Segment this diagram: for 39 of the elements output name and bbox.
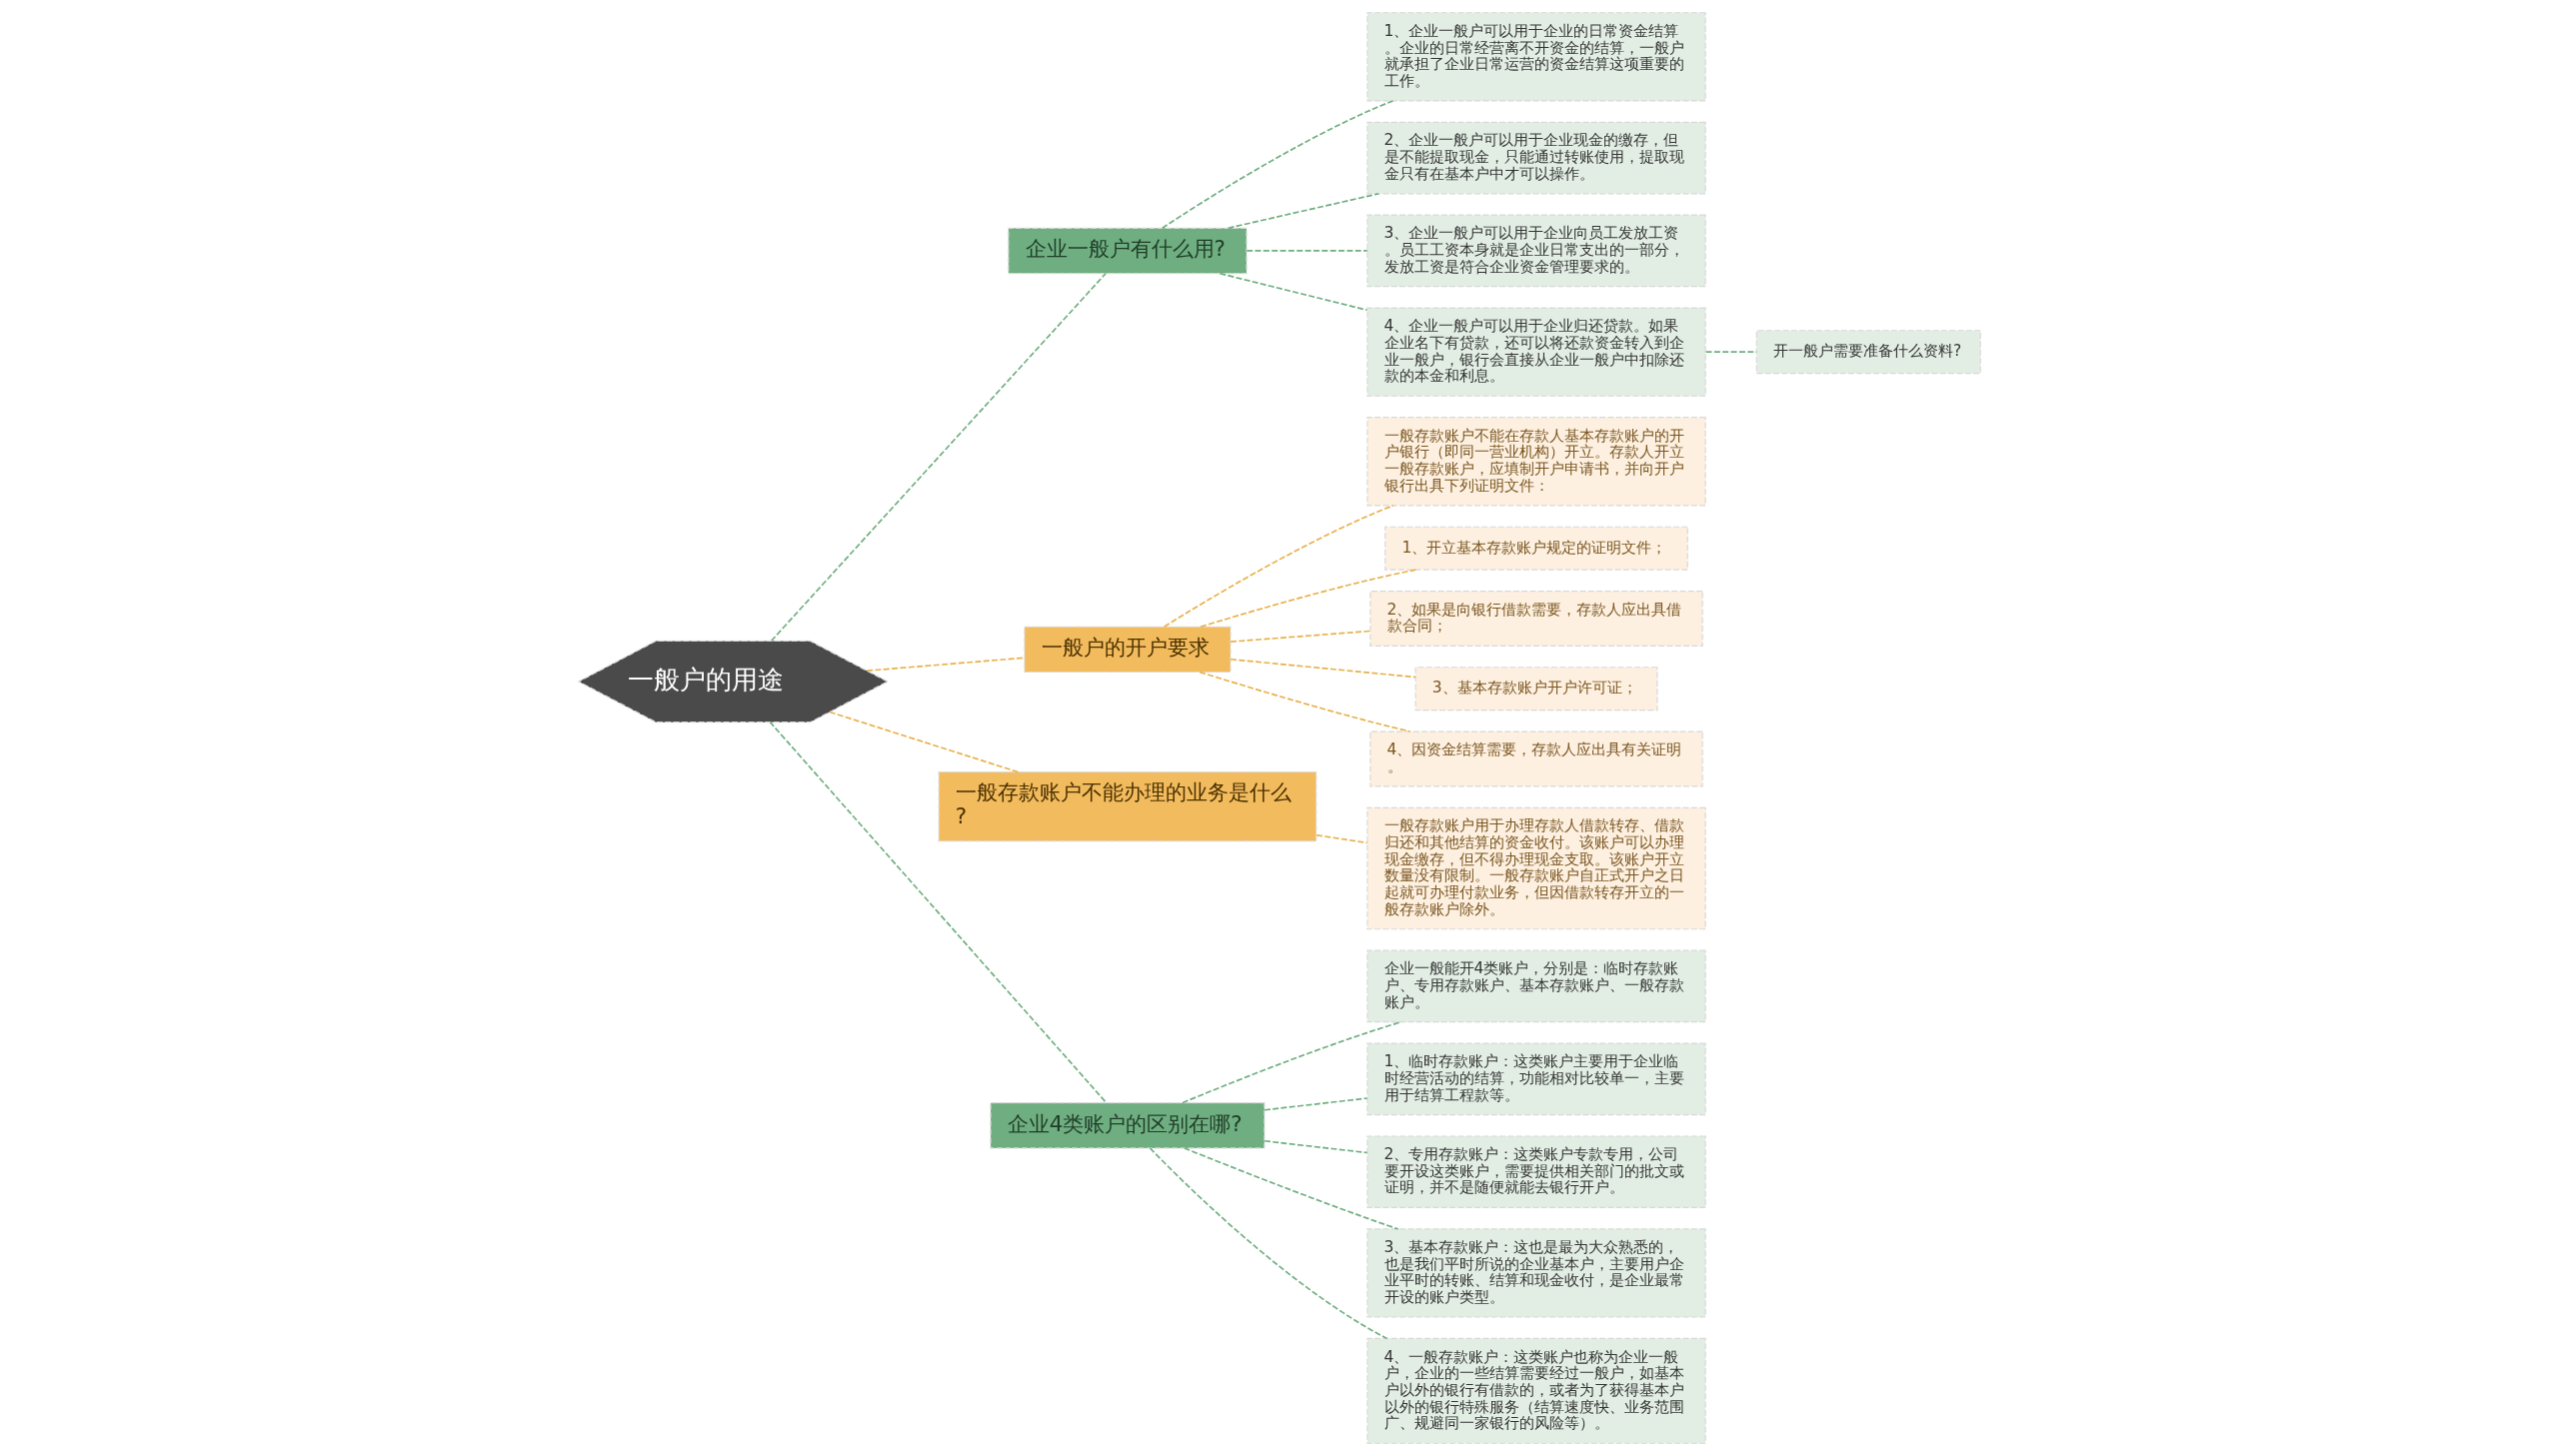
node-box: 2、专用存款账户：这类账户专款专用，公司要开设这类账户，需要提供相关部门的批文或证明，并不是随便就能去银行开户。 [1366,1135,1706,1209]
connector [1219,272,1368,312]
node-box: 3、基本存款账户开户许可证； [1414,667,1658,712]
connector [1246,250,1368,252]
node-box: 3、企业一般户可以用于企业向员工发放工资。员工工资本身就是企业日常支出的一部分，发放工资是符合企业资金管理要求的。 [1366,214,1706,288]
connector [829,711,1020,773]
connector [1200,569,1417,628]
connector [1315,833,1368,844]
connector [1199,671,1411,732]
connector [1164,504,1394,628]
connector [770,272,1107,642]
connector [1161,100,1394,230]
node-box: 一般存款账户不能在存款人基本存款账户的开户银行（即同一营业机构）开立。存款人开立一般存款账户，应填制开户申请书，并向开户银行出具下列证明文件： [1366,417,1706,507]
connector [1182,1020,1402,1104]
node-box: 一般户的开户要求 [1024,626,1232,674]
connector [1149,1147,1388,1340]
node-box: 2、如果是向银行借款需要，存款人应出具借款合同； [1369,590,1703,647]
node-box: 4、因资金结算需要，存款人应出具有关证明。 [1369,730,1703,787]
connector [769,721,1108,1103]
connector [1230,630,1371,643]
node-box: 一般存款账户用于办理存款人借款转存、借款归还和其他结算的资金收付。该账户可以办理现金缴存，但不得办理现金支取。该账户开立数量没有限制。一般存款账户自正式开户之日起就可办理付款业务，但因借款转存开立的一般存款账户除外。 [1366,806,1706,930]
node-box: 开一般户需要准备什么资料? [1755,330,1981,375]
connector [1264,1097,1368,1111]
node-box: 1、临时存款账户：这类账户主要用于企业临时经营活动的结算，功能相对比较单一，主要用于结算工程款等。 [1366,1042,1706,1116]
node-box: 3、基本存款账户：这也是最为大众熟悉的，也是我们平时所说的企业基本户，主要用户企业平时的转账、结算和现金收付，是企业最常开设的账户类型。 [1366,1228,1706,1318]
connector [1227,193,1379,230]
node-box: 企业一般户有什么用? [1008,227,1248,275]
node-box: 1、企业一般户可以用于企业的日常资金结算。企业的日常经营离不开资金的结算，一般户就承担了企业日常运营的资金结算这项重要的工作。 [1366,12,1706,102]
node-box: 1、开立基本存款账户规定的证明文件； [1384,526,1688,571]
node-box: 企业4类账户的区别在哪? [990,1102,1266,1149]
node-box: 4、一般存款账户：这类账户也称为企业一般户，企业的一些结算需要经过一般户，如基本户以外的银行有借款的，或者为了获得基本户以外的银行特殊服务（结算速度快、业务范围广、规避同一家银行的风险等）。 [1366,1337,1706,1444]
connector [1264,1139,1368,1154]
connector [1183,1147,1399,1230]
node-box: 2、企业一般户可以用于企业现金的缴存，但是不能提取现金，只能通过转账使用，提取现金只有在基本户中才可以操作。 [1366,121,1706,195]
node-box: 4、企业一般户可以用于企业归还贷款。如果企业名下有贷款，还可以将还款资金转入到企业一般户，银行会直接从企业一般户中扣除还款的本金和利息。 [1366,307,1706,397]
connector [1230,658,1416,679]
node-box: 企业一般能开4类账户，分别是：临时存款账户、专用存款账户、基本存款账户、一般存款账户。 [1366,949,1706,1023]
connector [866,657,1026,672]
node-box: 一般存款账户不能办理的业务是什么? [938,770,1317,842]
